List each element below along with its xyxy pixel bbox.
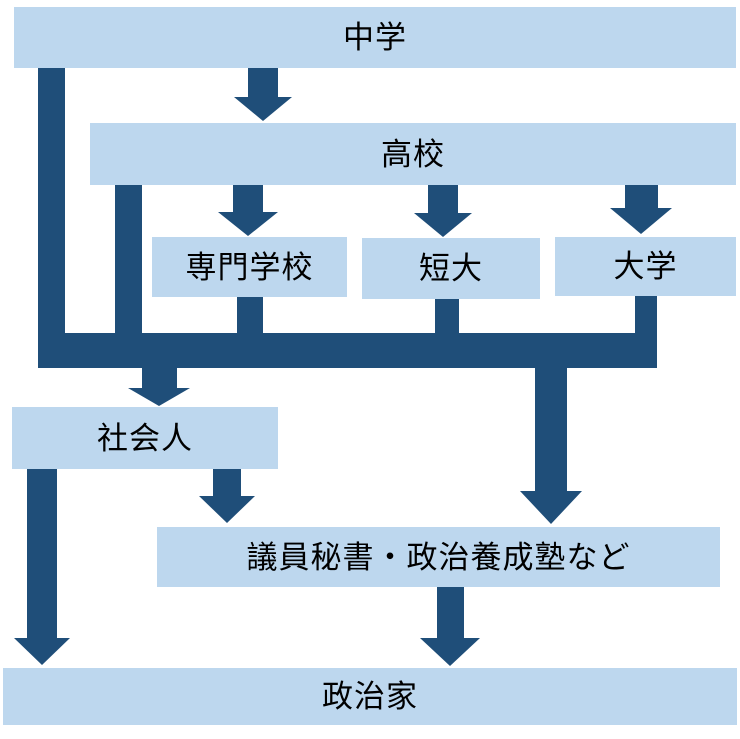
node-working-adult: 社会人 — [12, 407, 278, 469]
arrow-shaft-secretary-to-politician — [436, 587, 464, 639]
node-junior-college: 短大 — [362, 238, 540, 299]
arrow-head-high-school-to-junior-college — [414, 213, 472, 237]
arrow-shaft-junior-high-to-high-school — [248, 68, 278, 98]
node-junior-high-school: 中学 — [14, 7, 736, 68]
arrow-head-collector-to-secretary — [519, 491, 582, 524]
node-high-school: 高校 — [90, 123, 736, 185]
arrow-shaft-high-school-to-university — [624, 185, 658, 209]
arrow-shaft-high-school-to-vocational — [233, 185, 263, 213]
arrow-shaft-collector-to-working-adult — [141, 368, 177, 389]
arrow-shaft-working-adult-to-secretary — [213, 469, 241, 497]
arrow-head-working-adult-to-secretary — [199, 496, 255, 523]
arrow-shaft-working-adult-to-politician — [27, 469, 57, 639]
node-university: 大学 — [555, 237, 736, 296]
arrow-head-collector-to-working-adult — [128, 388, 190, 406]
node-politician: 政治家 — [3, 668, 737, 725]
arrow-head-high-school-to-vocational — [218, 212, 278, 236]
arrow-shaft-collector-to-secretary — [535, 368, 567, 492]
node-vocational-school: 専門学校 — [152, 237, 347, 297]
connector-drop-from-junior-high — [38, 68, 65, 368]
arrow-shaft-high-school-to-junior-college — [428, 185, 458, 214]
arrow-head-high-school-to-university — [610, 208, 672, 234]
node-secretary-training: 議員秘書・政治養成塾など — [157, 527, 720, 587]
arrow-head-secretary-to-politician — [420, 638, 480, 666]
arrow-head-junior-high-to-high-school — [234, 97, 292, 121]
arrow-head-working-adult-to-politician — [13, 638, 70, 665]
connector-collector-bar — [38, 333, 657, 368]
